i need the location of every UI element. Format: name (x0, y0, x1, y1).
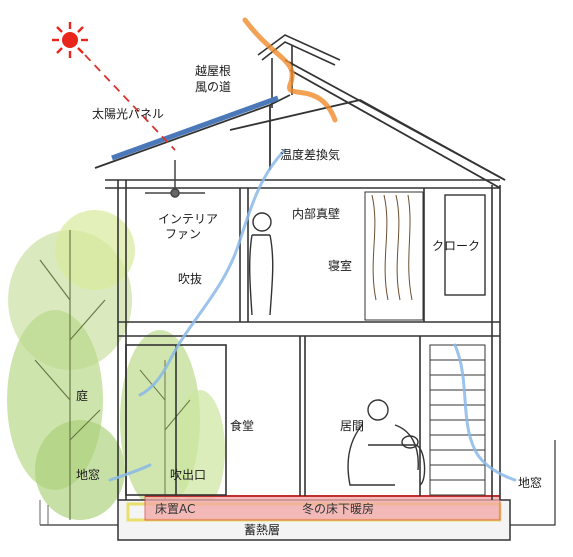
label-garden: 庭 (76, 389, 89, 403)
label-void: 吹抜 (178, 272, 203, 286)
closet-door (444, 194, 486, 296)
label-heat-storage: 蓄熱層 (244, 523, 281, 537)
label-air-outlet: 吹出口 (170, 468, 207, 482)
person-sitting (347, 399, 426, 486)
warm-air-flow (242, 17, 338, 123)
label-ridge-vent-1: 越屋根 (195, 64, 232, 78)
label-interior-fan-1: インテリア (158, 212, 219, 226)
label-closet: クローク (432, 239, 481, 253)
sun-icon (52, 22, 88, 58)
label-ground-window-right: 地窓 (518, 476, 543, 490)
label-temp-diff-ventilation: 温度差換気 (280, 148, 341, 162)
interior-fan (145, 160, 205, 198)
label-living: 居間 (340, 419, 365, 433)
garden-greenery (7, 210, 225, 520)
label-interior-wall: 内部真壁 (292, 207, 341, 221)
solar-panel (111, 95, 279, 161)
label-dining: 食堂 (230, 419, 255, 433)
label-winter-floor-heating: 冬の床下暖房 (302, 502, 375, 516)
floor-heating-band (144, 495, 501, 521)
label-floor-ac: 床置AC (155, 502, 196, 516)
house-walls (105, 179, 501, 500)
roof (94, 59, 506, 189)
label-ridge-vent-2: 風の道 (195, 80, 232, 94)
closet-doors (364, 191, 424, 321)
label-solar-panel: 太陽光パネル (92, 107, 165, 121)
sun-ray (84, 54, 176, 151)
label-ground-window-left: 地窓 (76, 468, 101, 482)
label-interior-fan-2: ファン (165, 227, 202, 241)
cool-air-flow (108, 148, 517, 482)
person-standing (248, 212, 274, 316)
label-bedroom: 寝室 (328, 259, 353, 273)
stairs (429, 344, 486, 496)
